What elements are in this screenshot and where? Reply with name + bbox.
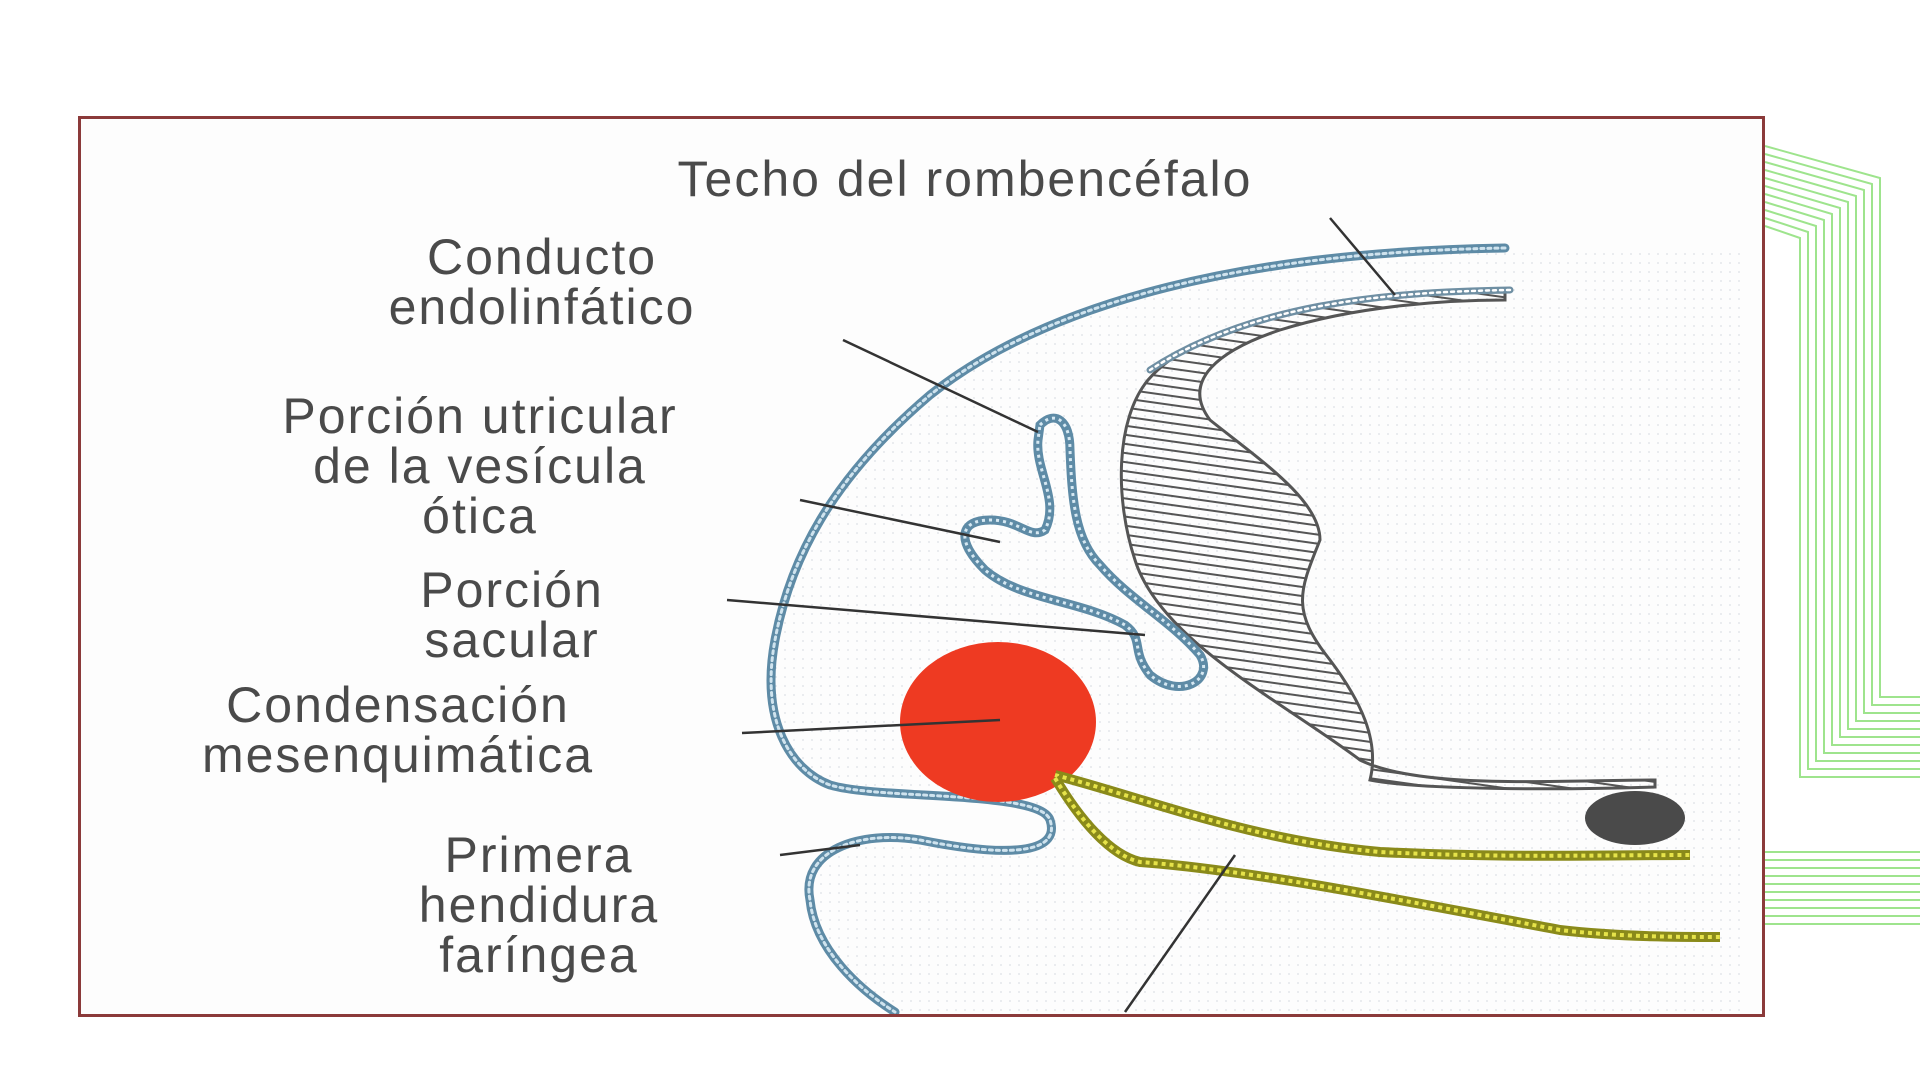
leader-lines [726,217,1396,1013]
neural-tube-wall [1119,290,1657,791]
mesenchymal-condensation [900,642,1096,802]
otic-vesicle-diagram [726,217,1745,1014]
label-endolymphatic-duct: Conducto endolinfático [388,229,696,335]
label-hindbrain-roof: Techo del rombencéfalo [677,151,1253,207]
label-utricular-portion: Porción utricular de la vesícula ótica [282,388,678,544]
otic-vesicle [960,413,1209,691]
dark-oval [1585,791,1685,845]
ectoderm-line [766,243,1514,1014]
label-mesenchymal-condensation: Condensación mesenquimática [201,677,595,783]
label-saccular-portion: Porción sacular [420,562,604,668]
diagram-frame: Techo del rombencéfalo Conducto endolinf… [78,116,1765,1017]
endoderm-line [1050,770,1721,942]
label-first-pharyngeal-cleft: Primera hendidura faríngea [418,827,660,983]
